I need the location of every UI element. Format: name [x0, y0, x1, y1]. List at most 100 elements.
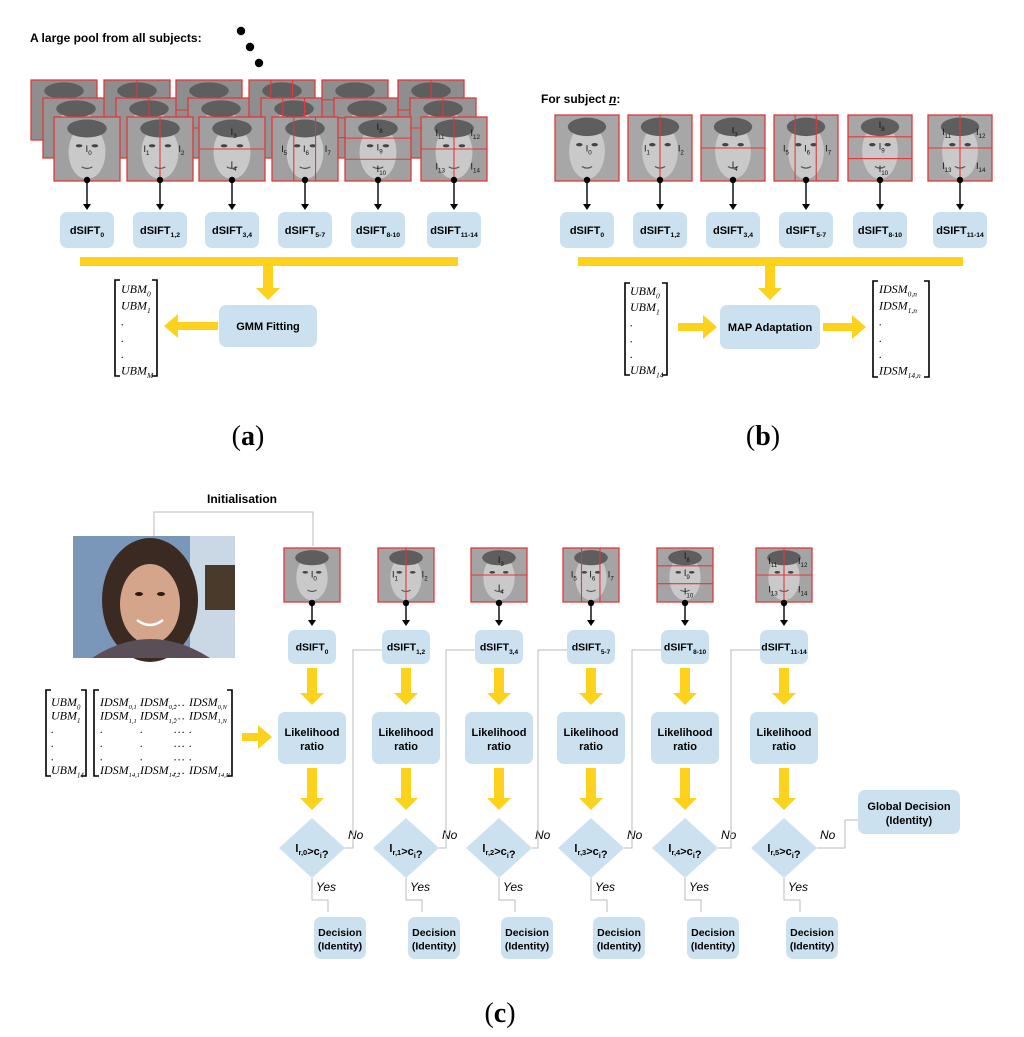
idsm-c-entry-3-2: … [174, 736, 185, 750]
pool-face-arrow-5 [450, 176, 458, 210]
dsift-box-c-1-label: dSIFT1,2 [387, 642, 426, 656]
region-label-8: I8 [879, 120, 886, 133]
yes-connector-2 [498, 878, 516, 912]
dsift-box-a-0-label: dSIFT0 [70, 225, 105, 239]
dsift-box-c-4-bg [661, 630, 709, 664]
ubm-matrix-a [114, 279, 158, 377]
decision-diamond-4: lr,4>ci? [652, 818, 718, 878]
dsift-box-b-4-bg [853, 212, 907, 248]
decision-diamond-label-5: lr,5>ci? [767, 843, 800, 861]
identity-decision-box-4-bg [687, 917, 739, 959]
dsift-box-a-5: dSIFT11-14 [427, 212, 481, 248]
ubm-c-entry-1: UBM1 [51, 709, 80, 725]
identity-decision-box-3-line2: (Identity) [597, 941, 641, 953]
dsift-box-b-1-bg [633, 212, 687, 248]
idsm-c-entry-5-0: IDSM14,1 [99, 763, 140, 779]
ubm-a-entry-1: UBM1 [121, 298, 151, 315]
identity-decision-box-0: Decision(Identity) [314, 917, 366, 959]
likelihood-box-5-bg [750, 712, 818, 764]
region-label-3: I3 [498, 555, 505, 568]
dsift-box-a-1-label: dSIFT1,2 [140, 225, 180, 239]
region-label-4: I4 [498, 583, 505, 596]
dsift-box-c-5: dSIFT11-14 [760, 630, 808, 664]
region-label-2: I2 [178, 144, 185, 157]
gmm-fitting-box: GMM Fitting [219, 305, 317, 347]
dsift-box-c-1-bg [382, 630, 430, 664]
likelihood-box-5-line2: ratio [772, 741, 796, 753]
region-label-2: I2 [422, 570, 429, 583]
subject-face-0: I0 [554, 114, 620, 182]
idsm-c-entry-2-0: . [100, 722, 103, 736]
dsift-box-c-3-bg [567, 630, 615, 664]
no-connector-1 [439, 649, 475, 849]
ubm-a-entry-5: UBMM [121, 364, 154, 381]
identity-decision-box-1: Decision(Identity) [408, 917, 460, 959]
likelihood-box-4-bg [651, 712, 719, 764]
likelihood-box-2-line1: Likelihood [472, 727, 527, 739]
idsm-c-entry-4-0: . [100, 749, 103, 763]
identity-decision-box-3-bg [593, 917, 645, 959]
yes-connector-0 [311, 878, 329, 912]
idsm-c-entry-2-2: … [174, 722, 185, 736]
idsm-c-entry-5-2: … [174, 763, 185, 777]
ubm-c-entry-5: UBM14 [51, 763, 84, 779]
dsift-box-b-2-bg [706, 212, 760, 248]
identity-decision-box-3: Decision(Identity) [593, 917, 645, 959]
region-label-13: I13 [942, 161, 952, 174]
idsm-c-entry-0-3: IDSM0,N [188, 695, 228, 711]
idsm-c-entry-2-3: . [189, 722, 192, 736]
decision-diamond-3: lr,3>ci? [558, 818, 624, 878]
idsm-c-entry-5-1: IDSM14,2 [139, 763, 181, 779]
ubm-a-entry-0: UBM0 [121, 282, 151, 299]
likelihood-to-diamond-arrow-4 [673, 768, 697, 810]
dsift-box-c-3-label: dSIFT5-7 [572, 642, 611, 656]
dsift-to-likelihood-arrow-0 [300, 668, 324, 705]
no-label-4: No [721, 828, 737, 842]
decision-diamond-label-0: lr,0>ci? [295, 843, 328, 861]
dsift-box-c-1: dSIFT1,2 [382, 630, 430, 664]
pool-face-arrow-0 [83, 176, 91, 210]
region-label-9: I9 [879, 141, 886, 154]
dsift-to-likelihood-arrow-5 [772, 668, 796, 705]
ubm-matrix-b [624, 282, 668, 376]
identity-decision-box-2-bg [501, 917, 553, 959]
dsift-box-c-2: dSIFT3,4 [475, 630, 523, 664]
dsift-box-c-5-bg [760, 630, 808, 664]
yes-label-3: Yes [595, 880, 615, 894]
decision-diamond-5: lr,5>ci? [751, 818, 817, 878]
dsift-box-b-5: dSIFT11-14 [933, 212, 987, 248]
likelihood-box-2-line2: ratio [487, 741, 511, 753]
idsm-c-entry-4-1: . [140, 749, 143, 763]
yes-label-4: Yes [689, 880, 709, 894]
dsift-box-c-0-bg [288, 630, 336, 664]
no-connector-0 [345, 649, 382, 849]
likelihood-to-diamond-arrow-1 [394, 768, 418, 810]
gmm-fitting-box-label: GMM Fitting [236, 321, 300, 333]
dsift-to-likelihood-arrow-2 [487, 668, 511, 705]
initialisation-label: Initialisation [207, 492, 277, 506]
dsift-box-c-5-label: dSIFT11-14 [761, 642, 807, 656]
ellipsis-dot-1 [245, 42, 255, 52]
decision-diamond-shape-0 [279, 818, 345, 878]
dsift-box-c-4-label: dSIFT8-10 [664, 642, 707, 656]
dsift-box-c-0: dSIFT0 [288, 630, 336, 664]
dsift-box-b-5-label: dSIFT11-14 [936, 225, 984, 239]
dsift-box-b-0-bg [560, 212, 614, 248]
dsift-box-c-3: dSIFT5-7 [567, 630, 615, 664]
ubm-a-entry-2: . [121, 315, 124, 329]
identity-decision-box-5: Decision(Identity) [786, 917, 838, 959]
subject-face-arrow-4 [876, 176, 884, 210]
pool-face-arrow-4 [374, 176, 382, 210]
region-label-0: I0 [311, 570, 318, 583]
dsift-box-c-2-bg [475, 630, 523, 664]
ubm-b-entry-4: . [630, 347, 633, 361]
region-label-4: I4 [732, 160, 739, 173]
identity-decision-box-4-line2: (Identity) [691, 941, 735, 953]
merge-arrow-a [256, 266, 280, 300]
map-adaptation-box-label: MAP Adaptation [728, 322, 813, 334]
